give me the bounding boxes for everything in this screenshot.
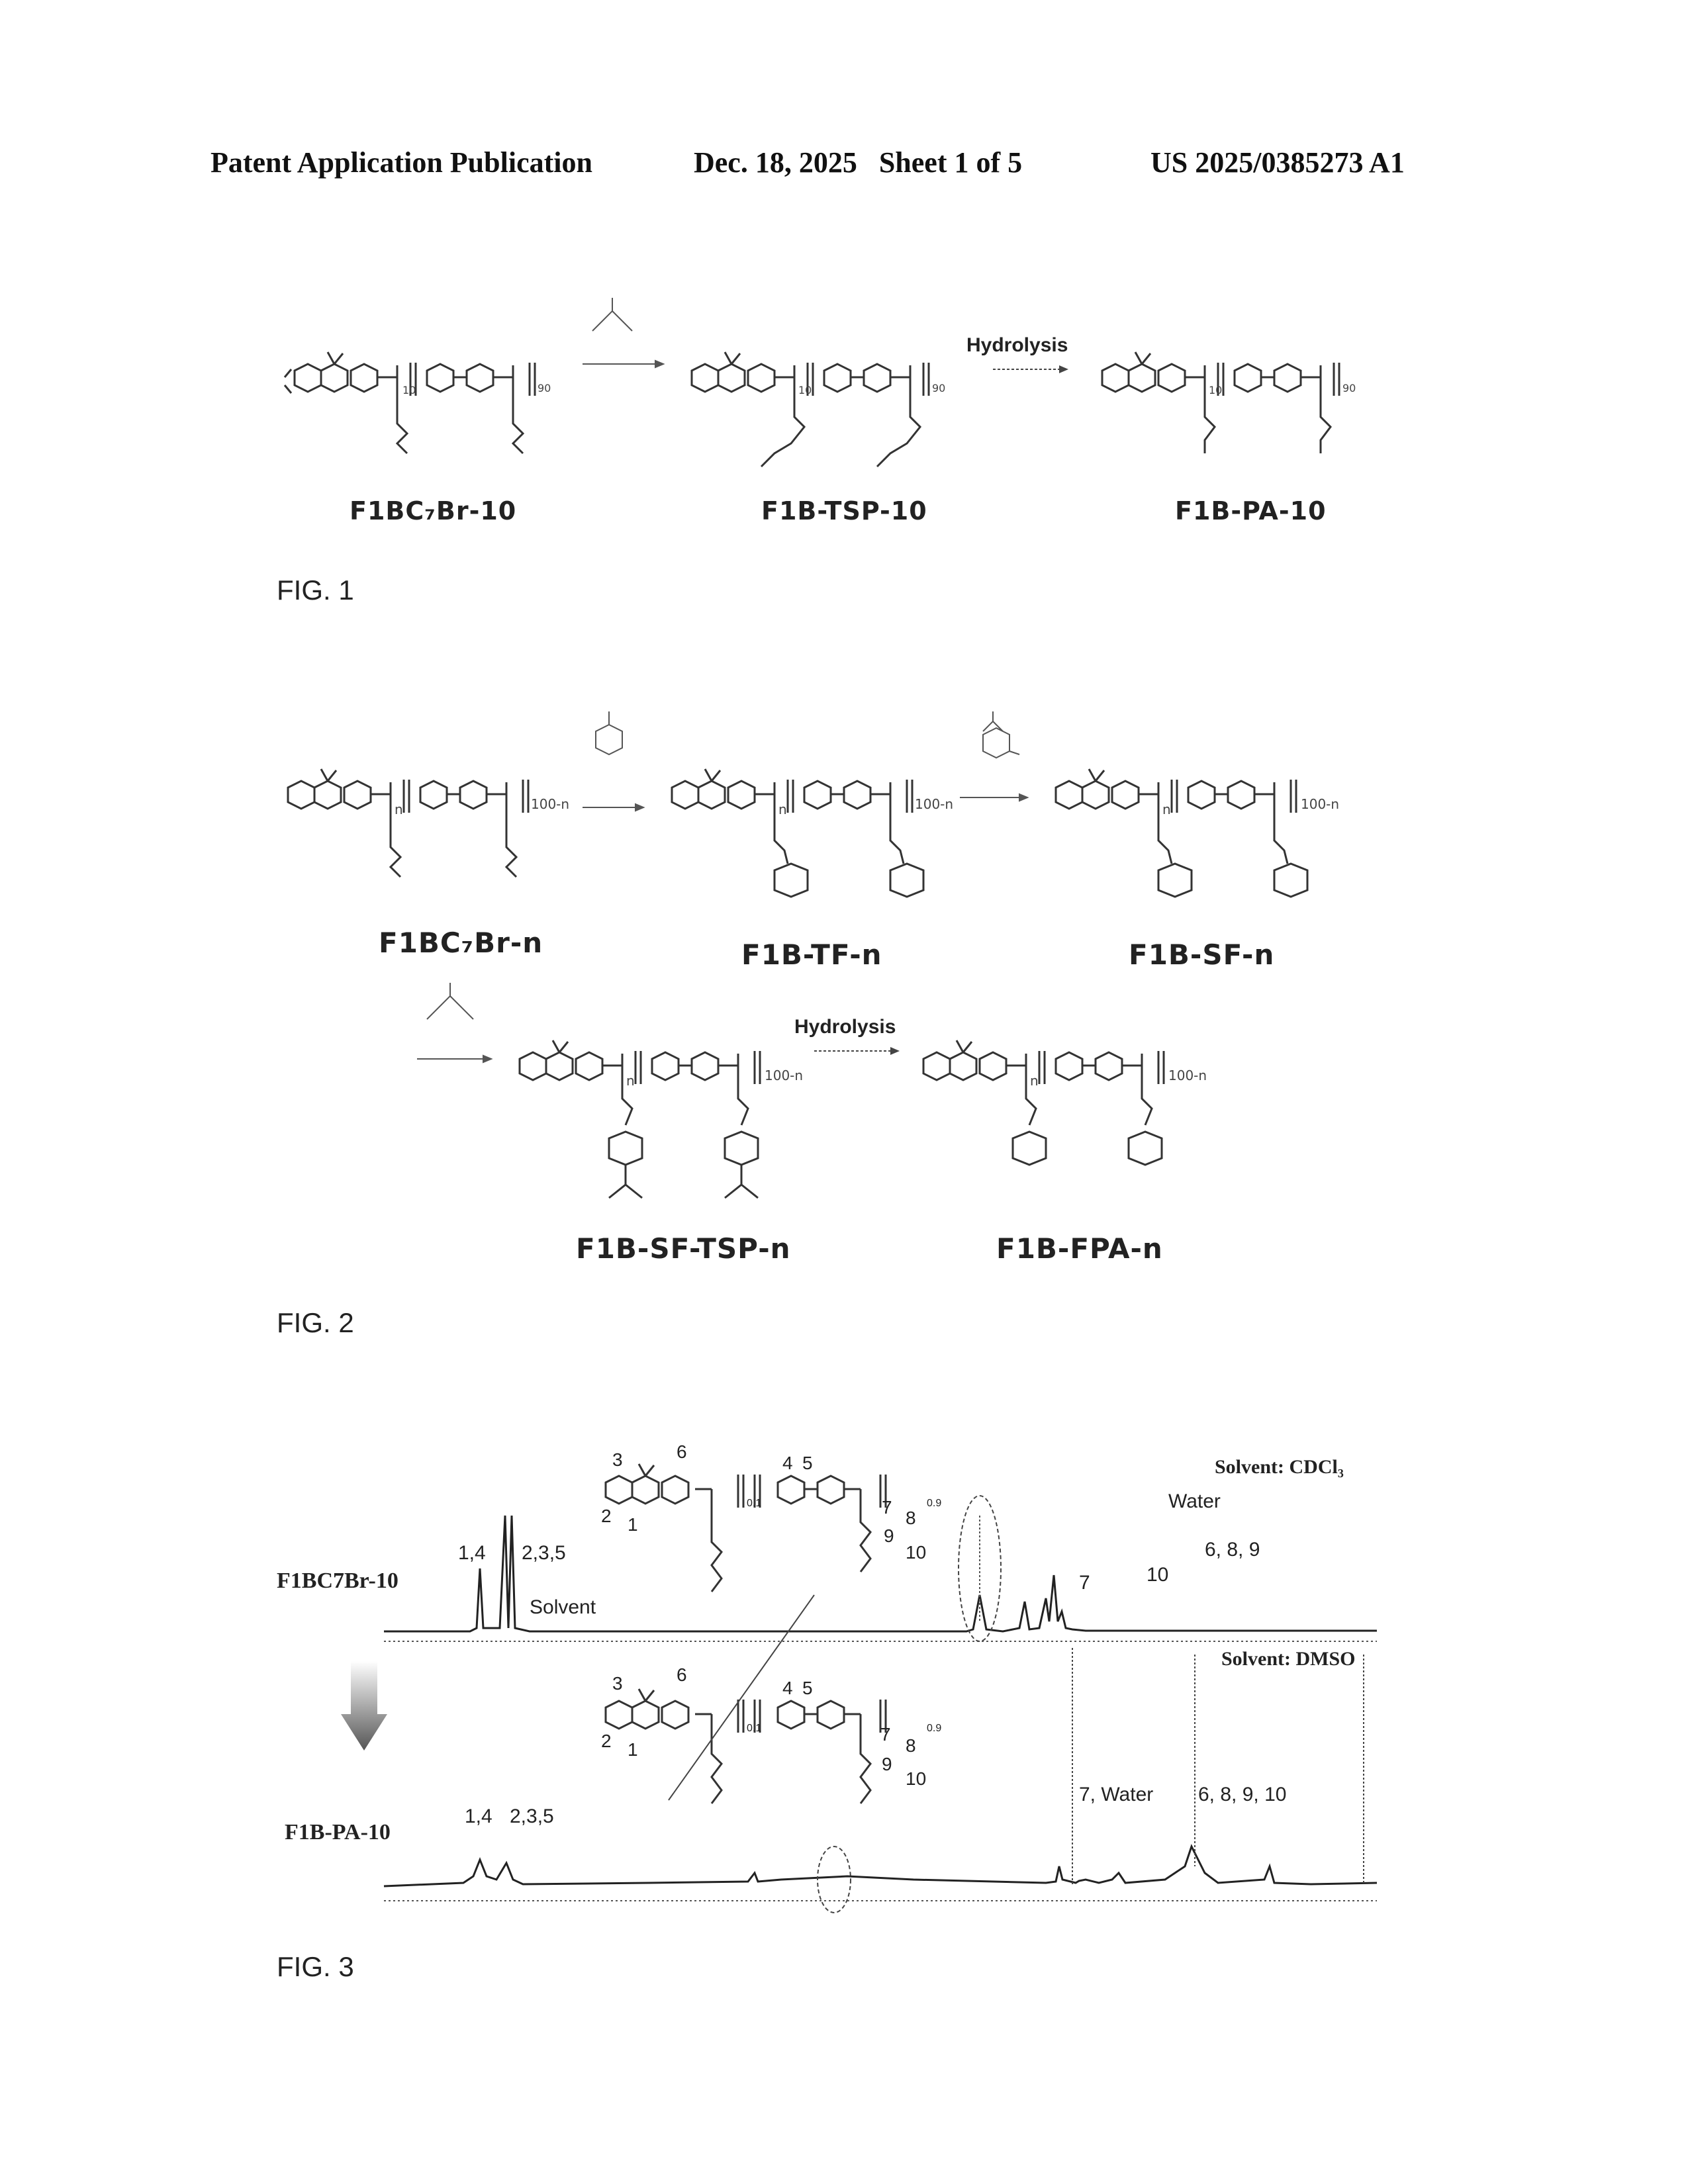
fig2-sf-sub-n: n [1162,801,1171,817]
fig2-reagent-arrow-1 [576,702,649,821]
fig3-bottom-peak-7-water: 7, Water [1079,1784,1153,1806]
fig3-top-num-4: 4 [782,1453,793,1474]
fig2-structure-precursor: n 100-n [271,761,576,893]
fig3-label: FIG. 3 [277,1951,354,1983]
fig1-structure-pa: 10 90 [1086,344,1377,463]
fig3-bottom-peak-6-8-9-10: 6, 8, 9, 10 [1198,1784,1286,1806]
publication-title: Patent Application Publication [211,146,592,179]
fig2-sftsp-sub-n: n [626,1073,635,1089]
fig3-bottom-peak-1-4: 1,4 [465,1805,492,1828]
fig3-top-num-3: 3 [612,1449,623,1471]
fig1-pa-sub-90: 90 [1342,382,1356,394]
fig1-label: FIG. 1 [277,574,354,606]
fig2-structure-sf: n 100-n [1039,761,1357,920]
fig3-top-peak-solvent: Solvent [530,1596,596,1619]
fig1-sub-90: 90 [538,382,551,394]
fig2-structure-sf-tsp: n 100-n [503,1032,821,1231]
fig3-top-num-6: 6 [677,1441,687,1463]
fig2-tf-sub-n: n [778,801,787,817]
fig3-top-peak-10: 10 [1147,1564,1168,1586]
fig3-top-peak-6-8-9: 6, 8, 9 [1205,1539,1260,1561]
fig2-structure-fpa: n 100-n [907,1032,1225,1205]
fig1-sub-10: 10 [402,384,416,396]
fig3-bottom-peak-2-3-5: 2,3,5 [510,1805,554,1828]
fig3-top-sample-name: F1BC7Br-10 [277,1569,399,1594]
fig1-compound-tsp: F1B-TSP-10 [761,496,927,525]
fig3-top-peak-1-4: 1,4 [458,1542,486,1565]
fig2-compound-precursor: F1BC₇Br-n [379,927,543,959]
fig2-sftsp-sub-100n: 100-n [765,1068,803,1083]
fig1-reagent-arrow-1 [576,285,669,371]
fig2-fpa-sub-100n: 100-n [1168,1068,1207,1083]
fig1-tsp-sub-90: 90 [932,382,945,394]
fig2-reagent-arrow-3 [404,973,503,1072]
fig3-top-peak-2-3-5: 2,3,5 [522,1542,566,1565]
fig2-compound-fpa: F1B-FPA-n [996,1232,1163,1265]
fig2-sub-100n: 100-n [531,796,569,812]
fig2-sf-sub-100n: 100-n [1301,796,1339,812]
fig2-compound-sf-tsp: F1B-SF-TSP-n [576,1232,791,1265]
fig2-hydrolysis-arrow [814,1044,907,1058]
fig1-hydrolysis-label: Hydrolysis [966,334,1068,357]
fig2-hydrolysis-label: Hydrolysis [794,1016,896,1038]
fig3-top-peak-7: 7 [1079,1572,1090,1594]
fig1-pa-sub-10: 10 [1209,384,1222,396]
fig2-reagent-arrow-2 [953,702,1039,807]
fig1-structure-tsp: 10 90 [675,344,966,477]
fig3-top-peak-water: Water [1168,1490,1221,1513]
fig3-spectrum-top [384,1489,1377,1661]
fig2-sub-n: n [395,801,403,817]
fig1-tsp-sub-10: 10 [798,384,812,396]
fig3-bottom-sample-name: F1B-PA-10 [285,1820,391,1845]
fig1-hydrolysis-arrow [993,363,1072,376]
fig3-top-solvent: Solvent: CDCl₃ [1215,1456,1344,1479]
fig1-structure-precursor: 10 90 [278,344,569,463]
fig1-compound-pa: F1B-PA-10 [1175,496,1327,525]
fig2-label: FIG. 2 [277,1307,354,1339]
fig2-structure-tf: n 100-n [655,761,960,920]
fig2-compound-sf: F1B-SF-n [1129,938,1274,971]
fig2-compound-tf: F1B-TF-n [741,938,882,971]
fig2-tf-sub-100n: 100-n [915,796,953,812]
publication-number: US 2025/0385273 A1 [1150,146,1405,179]
fig1-compound-precursor: F1BC₇Br-10 [350,496,516,525]
fig3-top-num-5: 5 [802,1453,813,1474]
fig3-transform-arrow [341,1661,387,1754]
publication-date-sheet: Dec. 18, 2025 Sheet 1 of 5 [694,146,1022,179]
fig2-fpa-sub-n: n [1030,1073,1039,1089]
